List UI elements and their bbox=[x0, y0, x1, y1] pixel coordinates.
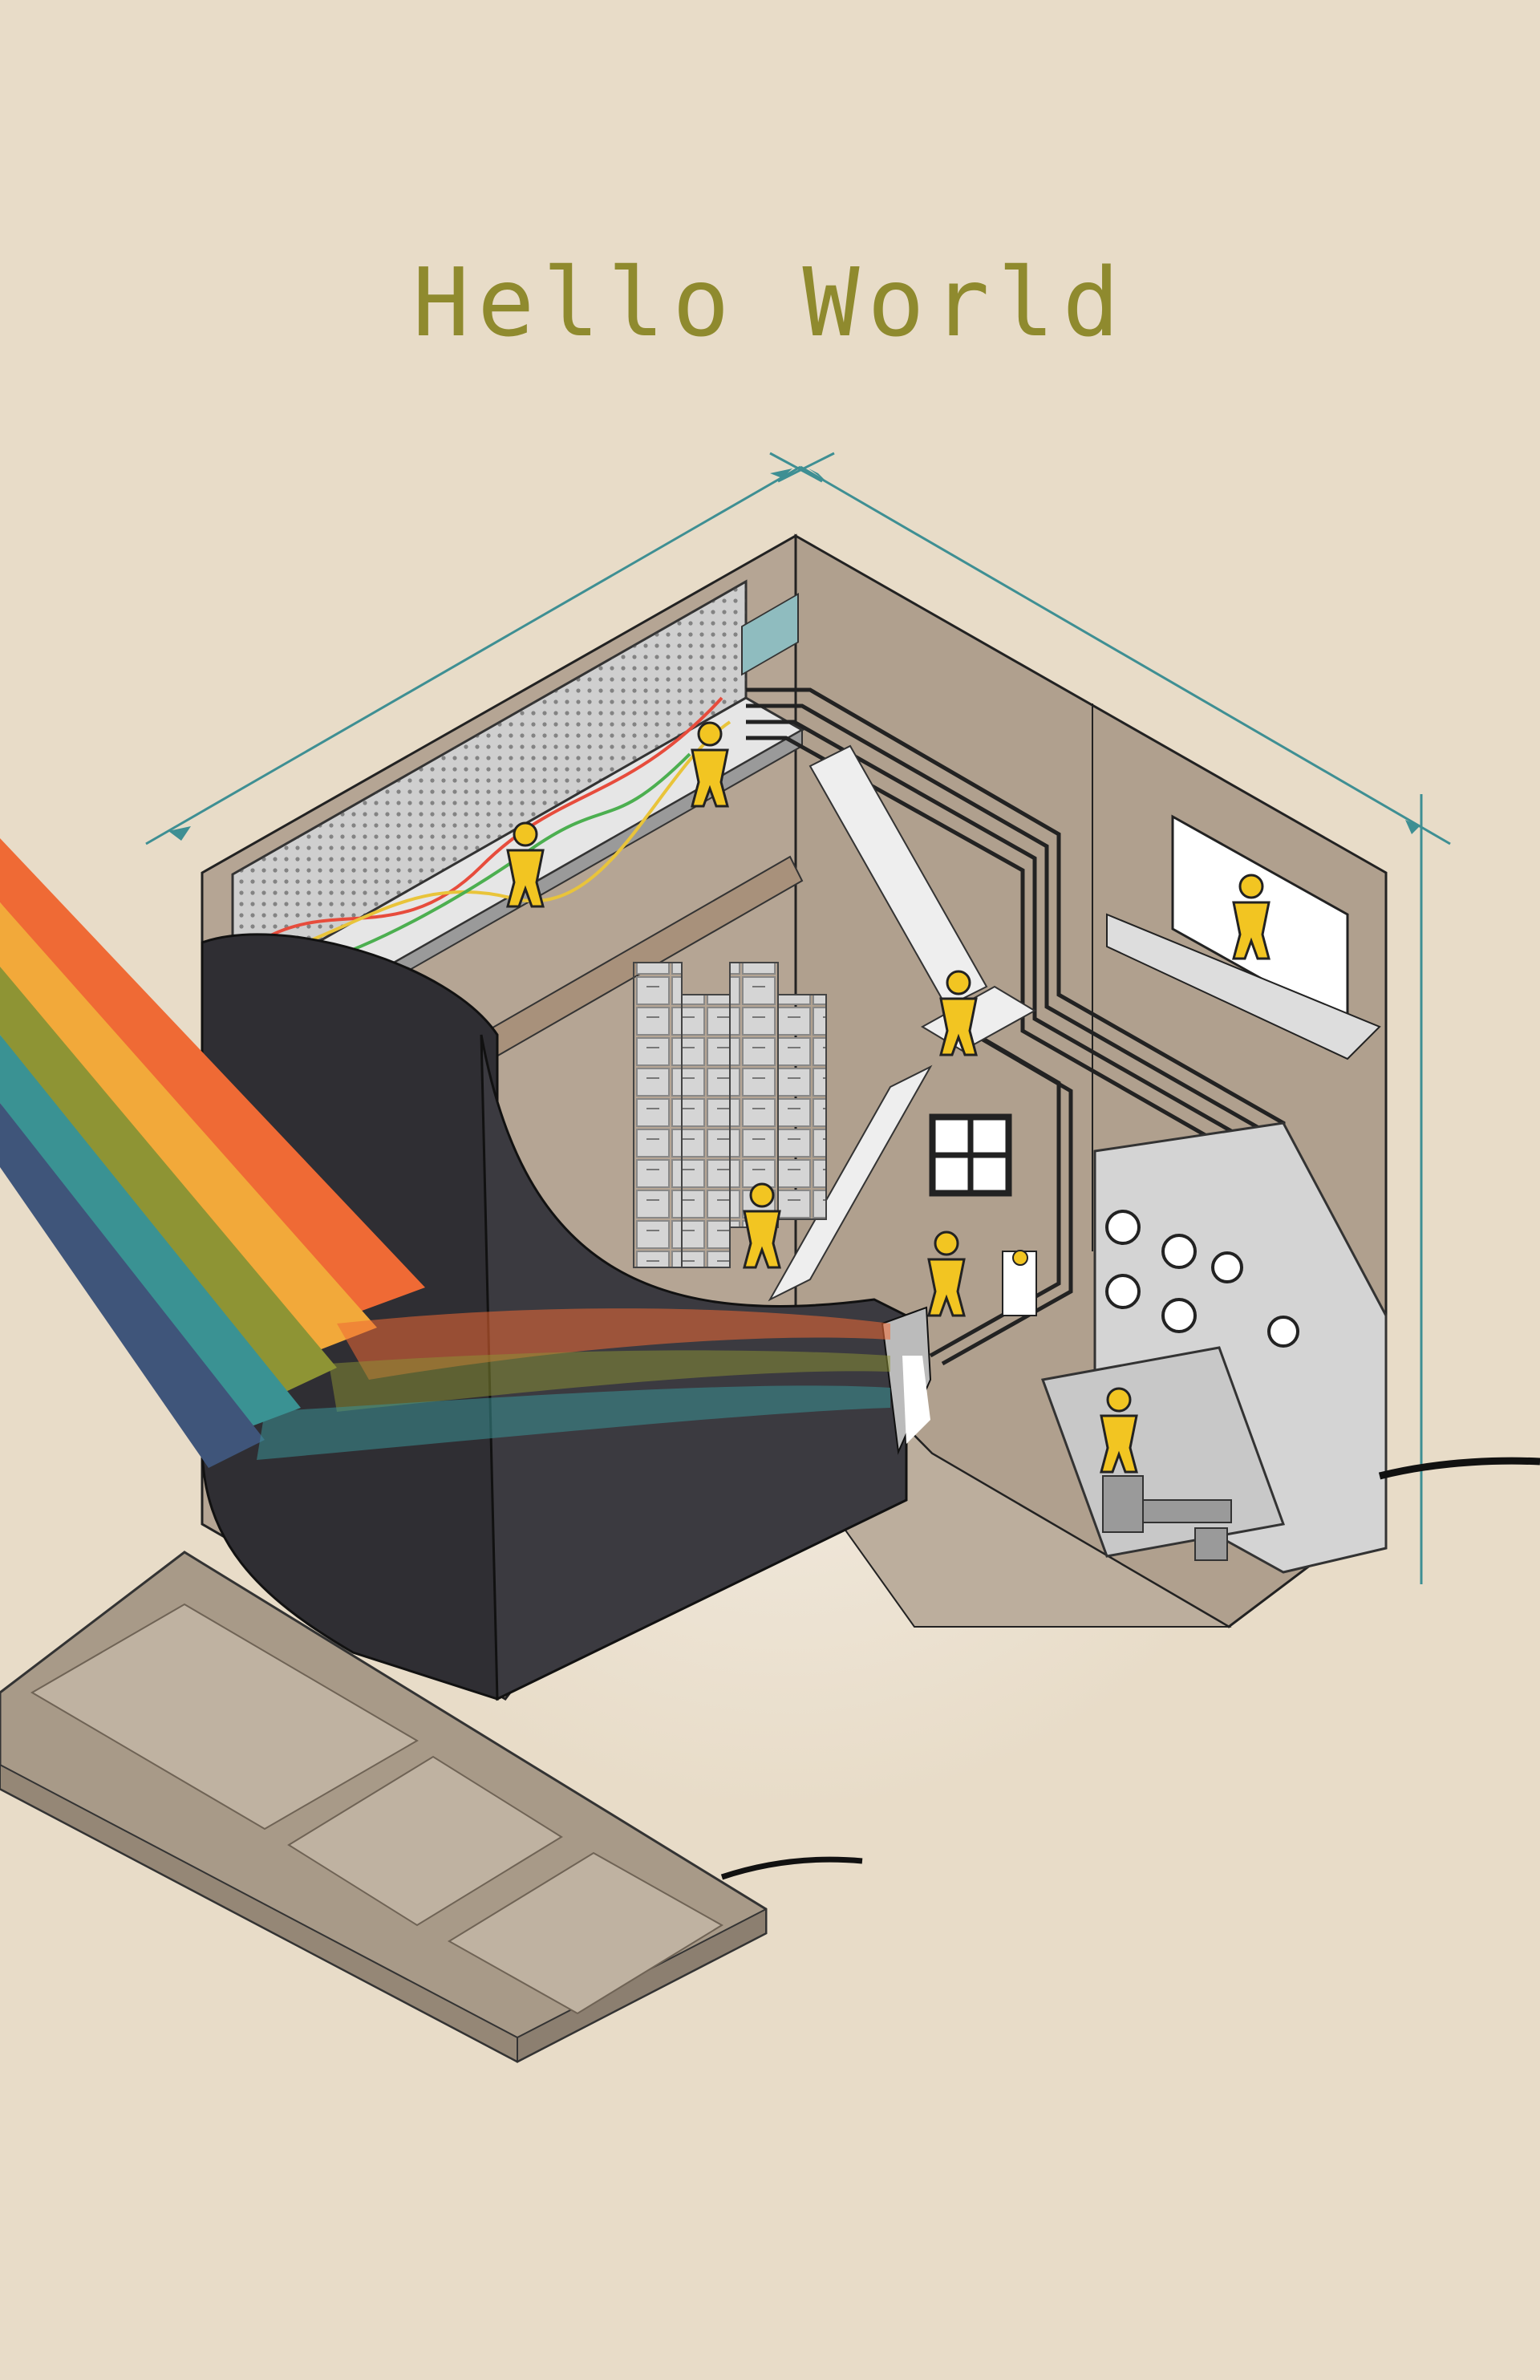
generator bbox=[1102, 1475, 1232, 1561]
filing-cabinets bbox=[633, 962, 827, 1268]
keyboard-keys bbox=[30, 1603, 723, 2015]
dimension-arrows bbox=[168, 468, 1420, 841]
patch-panel bbox=[229, 579, 805, 1040]
worker-figure-icon bbox=[506, 721, 1270, 1474]
computer-keyboard bbox=[0, 1551, 863, 2063]
poster-title: Hello World bbox=[412, 247, 1128, 358]
dimension-lines bbox=[145, 452, 1451, 1584]
dimension-line-right bbox=[800, 465, 1451, 845]
dimension-line-left bbox=[145, 465, 801, 845]
world-map-icon bbox=[741, 592, 799, 676]
window-icon bbox=[929, 1113, 1012, 1197]
rainbow-beam bbox=[0, 838, 890, 1468]
radiation-sign-icon bbox=[1012, 1250, 1028, 1266]
keyboard-cable bbox=[720, 1856, 863, 1880]
power-cable bbox=[1378, 1457, 1540, 1480]
